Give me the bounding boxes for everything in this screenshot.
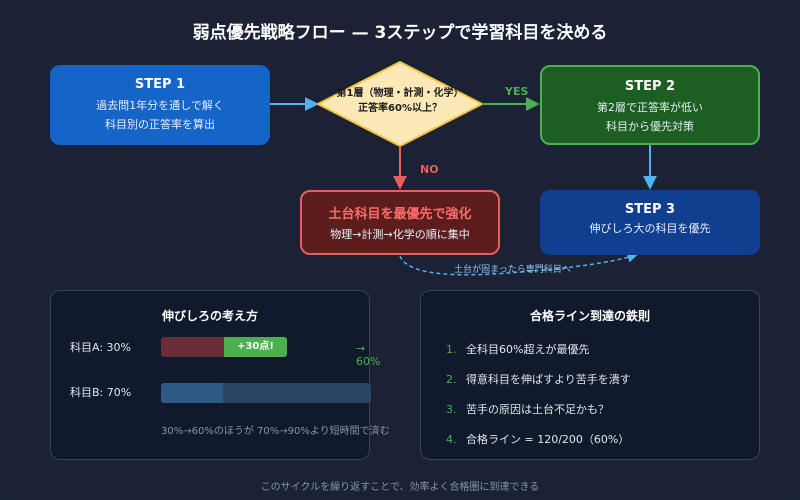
decision-line1: 第1層（物理・計測・化学） bbox=[336, 88, 464, 99]
strengthen-box: 土台科目を最優先で強化 物理→計測→化学の順に集中 bbox=[300, 190, 500, 255]
footer-caption: このサイクルを繰り返すことで、効率よく合格圏に到達できる bbox=[260, 482, 540, 493]
rule-number: 1. bbox=[446, 343, 457, 356]
subject-a-gain-fill: +30点! bbox=[224, 337, 287, 357]
subject-a-result: → 60% bbox=[356, 342, 381, 368]
growth-note: 30%→60%のほうが 70%→90%より短時間で済む bbox=[161, 426, 390, 437]
subject-b-fill bbox=[161, 383, 223, 403]
strengthen-line1: 物理→計測→化学の順に集中 bbox=[330, 228, 470, 241]
rule-text: 全科目60%超えが最優先 bbox=[466, 343, 590, 356]
rule-item: 3. 苦手の原因は土台不足かも？ bbox=[446, 401, 609, 417]
rule-text: 合格ライン = 120/200（60%） bbox=[466, 433, 630, 446]
subject-a-label: 科目A: 30% bbox=[70, 341, 131, 354]
rule-text: 苦手の原因は土台不足かも？ bbox=[466, 403, 609, 416]
growth-panel: 伸びしろの考え方 科目A: 30% +30点! → 60% 科目B: 70% 3… bbox=[50, 290, 390, 460]
step2-box: STEP 2 第2層で正答率が低い 科目から優先対策 bbox=[540, 65, 760, 145]
step2-line2: 科目から優先対策 bbox=[606, 120, 694, 133]
decision-line2: 正答率60%以上？ bbox=[358, 103, 442, 114]
rule-number: 3. bbox=[446, 403, 457, 416]
step1-line1: 過去問1年分を通しで解く bbox=[96, 99, 224, 112]
step2-heading: STEP 2 bbox=[624, 79, 676, 94]
subject-a-bar: +30点! bbox=[161, 337, 371, 357]
growth-title: 伸びしろの考え方 bbox=[161, 309, 258, 323]
subject-b-bar bbox=[161, 383, 371, 403]
step2-line1: 第2層で正答率が低い bbox=[597, 101, 703, 114]
step1-line2: 科目別の正答率を算出 bbox=[105, 118, 215, 131]
step1-box: STEP 1 過去問1年分を通しで解く 科目別の正答率を算出 bbox=[50, 65, 270, 145]
decision-text: 第1層（物理・計測・化学） 正答率60%以上？ bbox=[325, 86, 475, 116]
rule-number: 4. bbox=[446, 433, 457, 446]
subject-b-label: 科目B: 70% bbox=[70, 386, 132, 399]
step1-heading: STEP 1 bbox=[134, 77, 186, 92]
step3-heading: STEP 3 bbox=[624, 202, 676, 217]
strengthen-heading: 土台科目を最優先で強化 bbox=[328, 207, 472, 222]
rules-panel: 合格ライン到達の鉄則 1. 全科目60%超えが最優先 2. 得意科目を伸ばすより苦手… bbox=[420, 290, 760, 460]
rule-item: 4. 合格ライン = 120/200（60%） bbox=[446, 431, 629, 447]
subject-a-current-fill bbox=[161, 337, 224, 357]
step3-line1: 伸びしろ大の科目を優先 bbox=[589, 222, 711, 235]
step3-box: STEP 3 伸びしろ大の科目を優先 bbox=[540, 190, 760, 255]
yes-label: YES bbox=[505, 85, 529, 98]
no-label: NO bbox=[420, 163, 439, 176]
rules-title: 合格ライン到達の鉄則 bbox=[529, 309, 650, 323]
page-title: 弱点優先戦略フロー — 3ステップで学習科目を決める bbox=[192, 23, 608, 43]
rule-item: 2. 得意科目を伸ばすより苦手を潰す bbox=[446, 371, 631, 387]
rule-text: 得意科目を伸ばすより苦手を潰す bbox=[466, 373, 631, 386]
loop-label: 土台が固まったら専門科目へ bbox=[454, 265, 571, 275]
rule-number: 2. bbox=[446, 373, 457, 386]
rule-item: 1. 全科目60%超えが最優先 bbox=[446, 341, 589, 357]
